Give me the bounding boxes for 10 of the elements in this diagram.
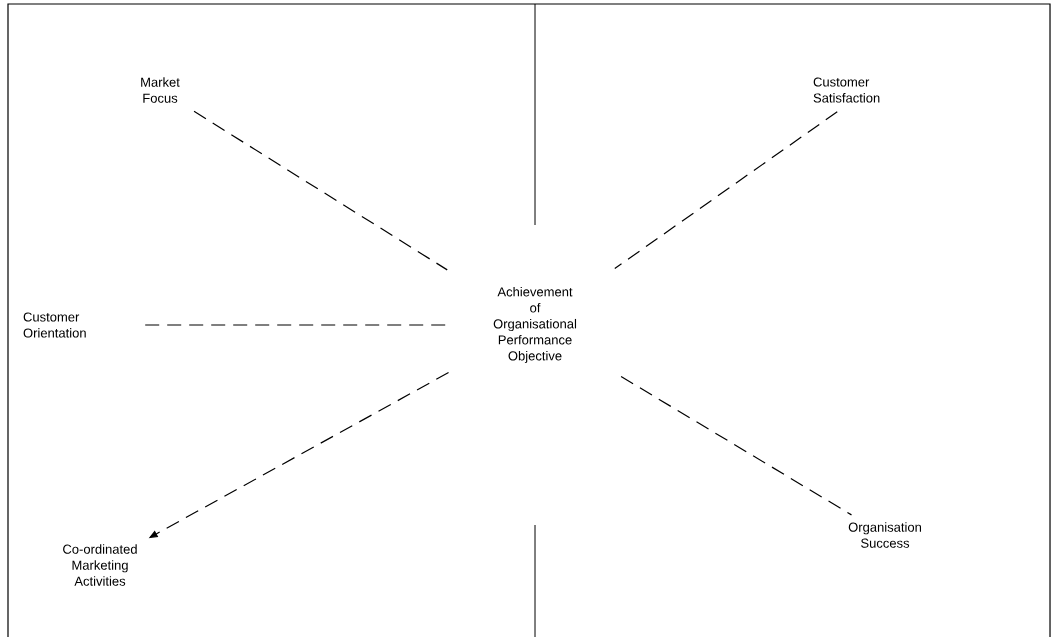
node-label: Market Focus — [141, 77, 180, 103]
node-label: Customer Orientation — [23, 312, 86, 338]
node-label: Achievement of Organisational Performance Objective — [493, 286, 577, 364]
connector-line — [614, 111, 838, 270]
connector-line — [620, 375, 853, 516]
node-label: Customer Satisfaction — [813, 77, 880, 103]
node-label: Organisation Success — [848, 522, 921, 548]
connector-line — [144, 324, 447, 326]
node-label: Co-ordinated Marketing Activities — [63, 544, 137, 586]
connector-line — [193, 110, 448, 271]
